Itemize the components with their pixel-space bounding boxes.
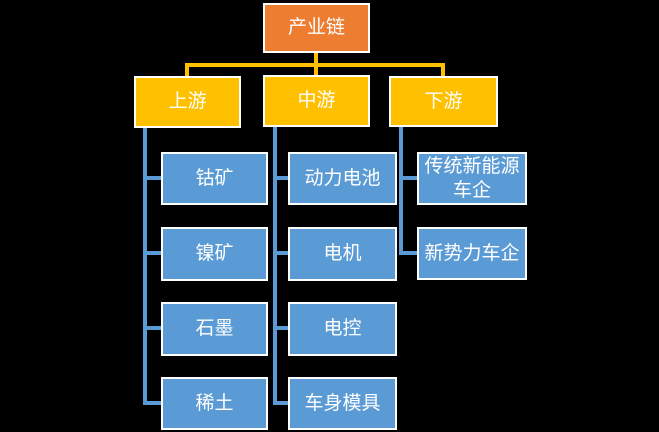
node-rare-earth: 稀土 — [161, 377, 268, 430]
connector-stub-motor — [277, 251, 288, 255]
connector-downstream-drop — [441, 63, 445, 77]
connector-midstream-trunk — [273, 127, 277, 405]
node-traditional-nev-makers: 传统新能源车企 — [417, 152, 527, 205]
connector-stub-body-mold — [277, 401, 288, 405]
node-motor: 电机 — [288, 227, 397, 281]
node-power-battery: 动力电池 — [288, 152, 397, 205]
node-body-mold: 车身模具 — [288, 377, 397, 430]
node-industry-chain: 产业链 — [263, 3, 370, 53]
node-midstream: 中游 — [263, 75, 370, 127]
node-new-force-makers: 新势力车企 — [417, 227, 527, 280]
connector-stub-graphite — [147, 326, 161, 330]
node-nickel-ore: 镍矿 — [161, 227, 268, 281]
node-electric-control: 电控 — [288, 302, 397, 356]
connector-level2-horizontal — [185, 63, 445, 67]
connector-downstream-trunk — [399, 127, 403, 255]
node-graphite: 石墨 — [161, 302, 268, 356]
connector-stub-power-battery — [277, 176, 288, 180]
connector-upstream-drop — [185, 63, 189, 76]
node-upstream: 上游 — [134, 76, 241, 128]
connector-stub-new-force — [403, 251, 417, 255]
connector-upstream-trunk — [143, 128, 147, 405]
connector-stub-nickel — [147, 251, 161, 255]
connector-stub-cobalt — [147, 176, 161, 180]
node-cobalt-ore: 钴矿 — [161, 152, 268, 205]
connector-stub-electric-control — [277, 326, 288, 330]
connector-stub-traditional-nev — [403, 176, 417, 180]
node-downstream: 下游 — [389, 76, 498, 127]
connector-stub-rare-earth — [147, 401, 161, 405]
